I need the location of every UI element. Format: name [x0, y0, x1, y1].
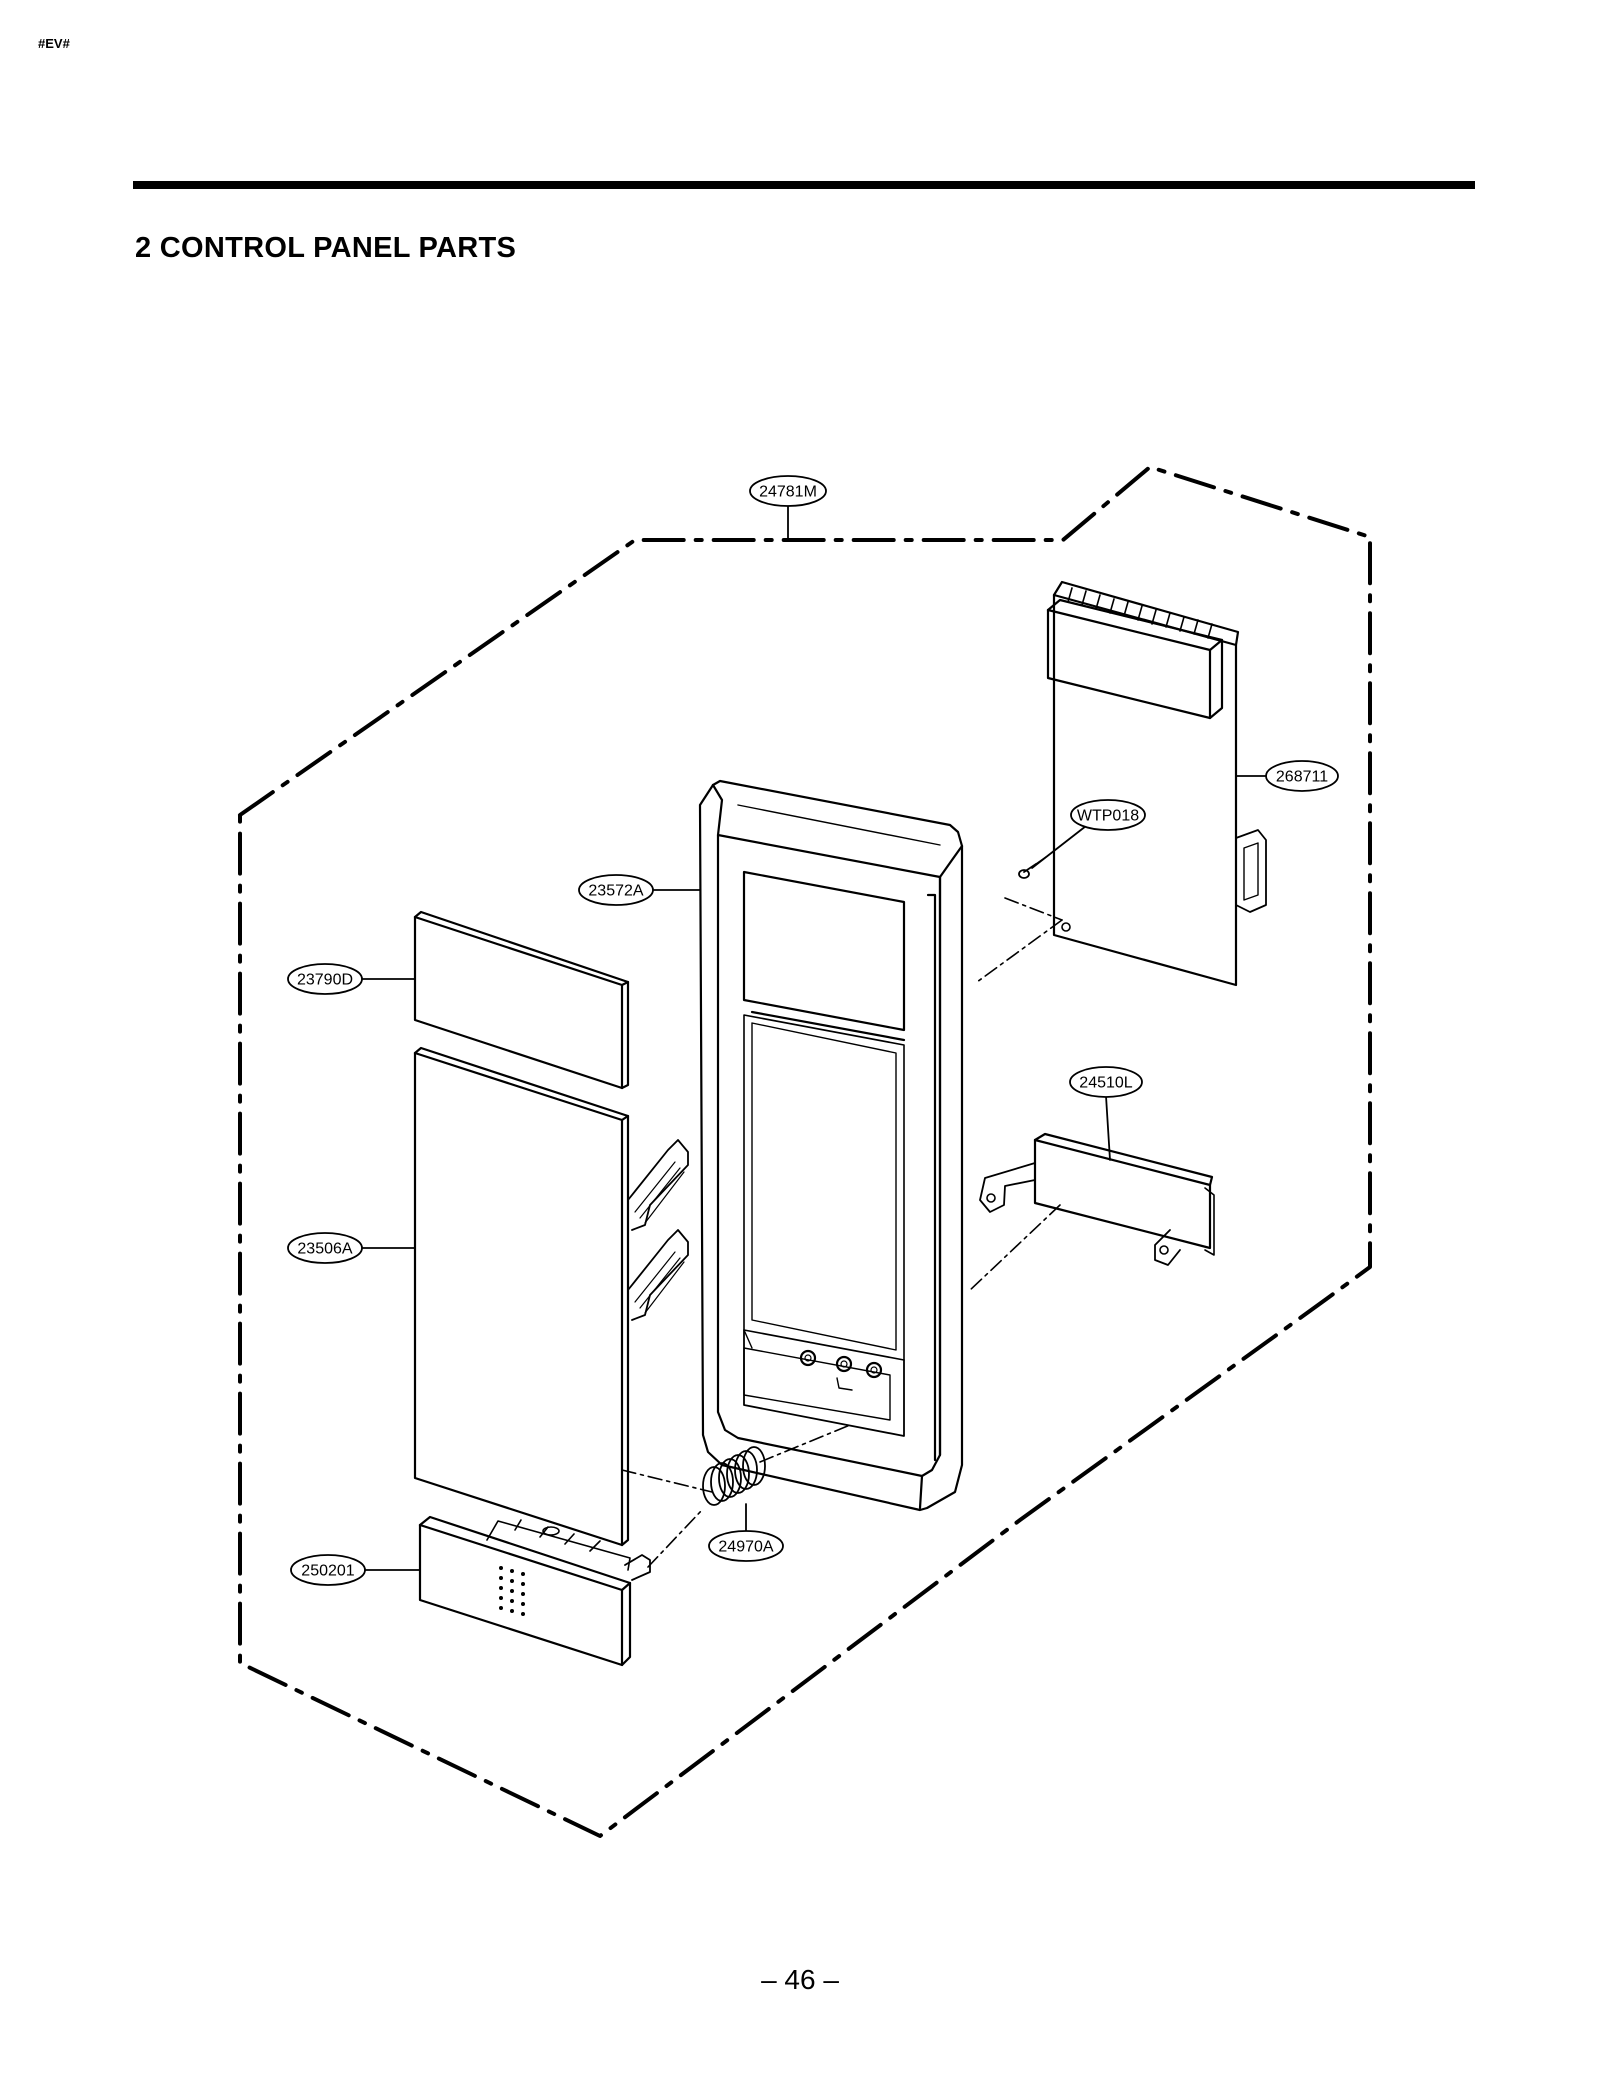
callout-label-window: 23790D — [297, 972, 353, 989]
membrane-panel — [413, 1046, 689, 1547]
callout-label-pcb: 268711 — [1276, 769, 1328, 786]
callout-oval-23790D — [287, 963, 363, 995]
section-title: 2 CONTROL PANEL PARTS — [135, 232, 517, 264]
callout-oval-24781M — [749, 475, 827, 507]
callout-label-door-button: 250201 — [301, 1563, 354, 1580]
callout-oval-250201 — [290, 1554, 366, 1586]
pcb-assembly — [1046, 580, 1267, 987]
callout-oval-23572A — [578, 874, 654, 906]
spring-part — [702, 1446, 766, 1506]
callout-label-bracket: 24510L — [1079, 1075, 1132, 1092]
door-button-grille — [499, 1566, 525, 1616]
callout-oval-WTP018 — [1070, 799, 1146, 831]
door-button-part — [418, 1515, 651, 1667]
control-panel-frame — [698, 779, 964, 1512]
callout-oval-24970A — [708, 1530, 784, 1562]
alignment-lines — [621, 897, 1063, 1568]
page-number: – 46 – — [761, 1964, 839, 1995]
assembly-boundary — [238, 465, 1372, 1838]
bracket-part — [979, 1132, 1215, 1266]
callout-oval-268711 — [1265, 760, 1339, 792]
display-window — [413, 910, 630, 1090]
callout-oval-24510L — [1069, 1066, 1143, 1098]
callout-oval-23506A — [287, 1232, 363, 1264]
callout-label-membrane: 23506A — [297, 1241, 352, 1258]
leader-lines — [361, 499, 1267, 1571]
callout-label-assembly: 24781M — [759, 484, 817, 501]
callout-label-screw: WTP018 — [1077, 808, 1139, 825]
callout-label-frame: 23572A — [588, 883, 643, 900]
header-rule — [133, 181, 1475, 189]
callout-label-spring: 24970A — [718, 1539, 773, 1556]
corner-tag: #EV# — [38, 36, 70, 51]
